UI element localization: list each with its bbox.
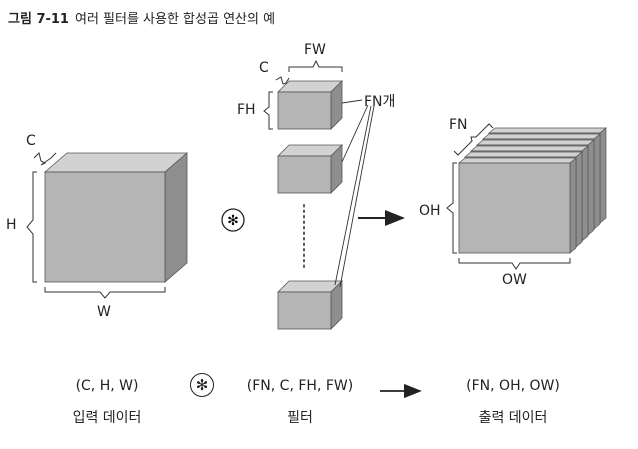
figure-caption: 여러 필터를 사용한 합성곱 연산의 예: [74, 12, 276, 27]
output-fn-label: FN: [449, 117, 468, 133]
filter-caption-label: 필터: [287, 410, 313, 426]
filter-count-label: FN개: [364, 94, 396, 110]
filter-c-bracket: [275, 76, 290, 85]
output-oh-bracket: [446, 162, 457, 254]
filter-cube-last: [277, 280, 343, 330]
input-shape-label: (C, H, W): [75, 378, 139, 394]
fn-pointer-lines: [334, 99, 375, 288]
filter-fh-bracket: [263, 91, 273, 130]
filter-fh-label: FH: [237, 102, 256, 118]
input-w-label: W: [97, 304, 111, 320]
figure-number: 그림 7-11: [8, 12, 69, 27]
input-data-cube: [43, 152, 189, 283]
conv-operator-circle: [221, 208, 245, 232]
input-c-label: C: [26, 133, 36, 149]
output-ow-label: OW: [502, 272, 527, 288]
output-oh-label: OH: [419, 203, 441, 219]
input-cube-side: [164, 152, 188, 283]
output-caption-label: 출력 데이터: [478, 410, 548, 426]
input-w-bracket: [44, 287, 166, 299]
filter-fw-bracket: [288, 59, 343, 72]
filter-c-label: C: [259, 60, 269, 76]
input-cube-front: [44, 171, 166, 283]
input-h-label: H: [6, 217, 17, 233]
conv-operator-icon: ✻: [190, 373, 214, 397]
input-caption-label: 입력 데이터: [72, 410, 142, 426]
conv-operator-symbol: ✻: [227, 213, 239, 229]
output-data-stack: [458, 127, 607, 254]
input-cube-top: [43, 152, 189, 173]
output-feature-map: [458, 157, 577, 254]
filter-shape-label: (FN, C, FH, FW): [246, 378, 354, 394]
filter-fw-label: FW: [304, 42, 326, 58]
output-fn-bracket: [453, 123, 494, 156]
output-ow-bracket: [458, 258, 571, 270]
input-h-bracket: [26, 171, 37, 283]
input-c-bracket: [33, 152, 57, 166]
figure-title: 그림 7-11 여러 필터를 사용한 합성곱 연산의 예: [8, 8, 275, 27]
filter-cube-2: [277, 144, 343, 194]
output-shape-label: (FN, OH, OW): [466, 378, 560, 394]
filter-cube-1: [277, 80, 343, 130]
